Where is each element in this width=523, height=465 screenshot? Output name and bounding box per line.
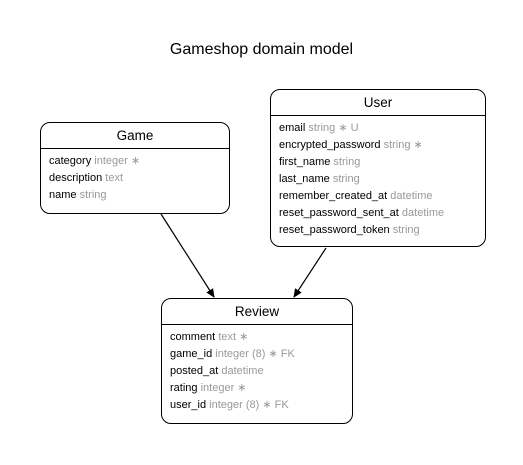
diagram-title: Gameshop domain model — [169, 41, 354, 58]
attribute-row: first_name string — [279, 154, 485, 171]
entity-game-header: Game — [41, 123, 229, 149]
attribute-name: email — [279, 122, 306, 134]
attribute-row: last_name string — [279, 171, 485, 188]
entity-review-header: Review — [162, 299, 352, 325]
attribute-type: string ∗ — [383, 139, 423, 151]
attribute-type: integer ∗ — [200, 382, 247, 394]
entity-user-header: User — [271, 90, 485, 116]
attribute-name: name — [49, 189, 77, 201]
attribute-row: comment text ∗ — [170, 329, 352, 346]
attribute-row: description text — [49, 170, 229, 187]
attribute-row: email string ∗ U — [279, 120, 485, 137]
attribute-row: rating integer ∗ — [170, 380, 352, 397]
attribute-type: string ∗ U — [308, 122, 359, 134]
attribute-row: name string — [49, 187, 229, 204]
attribute-type: text ∗ — [218, 331, 249, 343]
attribute-row: encrypted_password string ∗ — [279, 137, 485, 154]
attribute-name: game_id — [170, 348, 213, 360]
attribute-row: reset_password_sent_at datetime — [279, 205, 485, 222]
entity-user-attributes: email string ∗ U encrypted_password stri… — [271, 116, 485, 239]
entity-review[interactable]: Review comment text ∗ game_id integer (8… — [161, 298, 353, 424]
attribute-name: reset_password_sent_at — [279, 207, 399, 219]
attribute-name: last_name — [279, 173, 330, 185]
attribute-name: category — [49, 155, 92, 167]
entity-review-attributes: comment text ∗ game_id integer (8) ∗ FK … — [162, 325, 352, 414]
attribute-type: string — [392, 224, 420, 236]
attribute-name: comment — [170, 331, 216, 343]
attribute-name: user_id — [170, 399, 207, 411]
attribute-type: datetime — [221, 365, 264, 377]
entity-user[interactable]: User email string ∗ U encrypted_password… — [270, 89, 486, 247]
attribute-type: string — [333, 156, 361, 168]
edge-game-to-review — [160, 213, 215, 298]
attribute-row: game_id integer (8) ∗ FK — [170, 346, 352, 363]
attribute-type: datetime — [390, 190, 433, 202]
attribute-name: reset_password_token — [279, 224, 390, 236]
entity-game-attributes: category integer ∗ description text name… — [41, 149, 229, 204]
attribute-type: integer (8) ∗ FK — [215, 348, 295, 360]
attribute-row: reset_password_token string — [279, 222, 485, 239]
attribute-name: first_name — [279, 156, 331, 168]
attribute-name: remember_created_at — [279, 190, 388, 202]
attribute-type: string — [332, 173, 360, 185]
edge-user-to-review — [293, 247, 327, 298]
attribute-name: encrypted_password — [279, 139, 381, 151]
attribute-type: string — [79, 189, 107, 201]
attribute-row: remember_created_at datetime — [279, 188, 485, 205]
attribute-row: user_id integer (8) ∗ FK — [170, 397, 352, 414]
attribute-type: text — [105, 172, 123, 184]
attribute-type: integer (8) ∗ FK — [209, 399, 289, 411]
attribute-name: rating — [170, 382, 198, 394]
attribute-row: category integer ∗ — [49, 153, 229, 170]
attribute-type: datetime — [401, 207, 445, 219]
attribute-type: integer ∗ — [94, 155, 141, 167]
entity-game[interactable]: Game category integer ∗ description text… — [40, 122, 230, 214]
attribute-name: description — [49, 172, 103, 184]
attribute-name: posted_at — [170, 365, 219, 377]
attribute-row: posted_at datetime — [170, 363, 352, 380]
